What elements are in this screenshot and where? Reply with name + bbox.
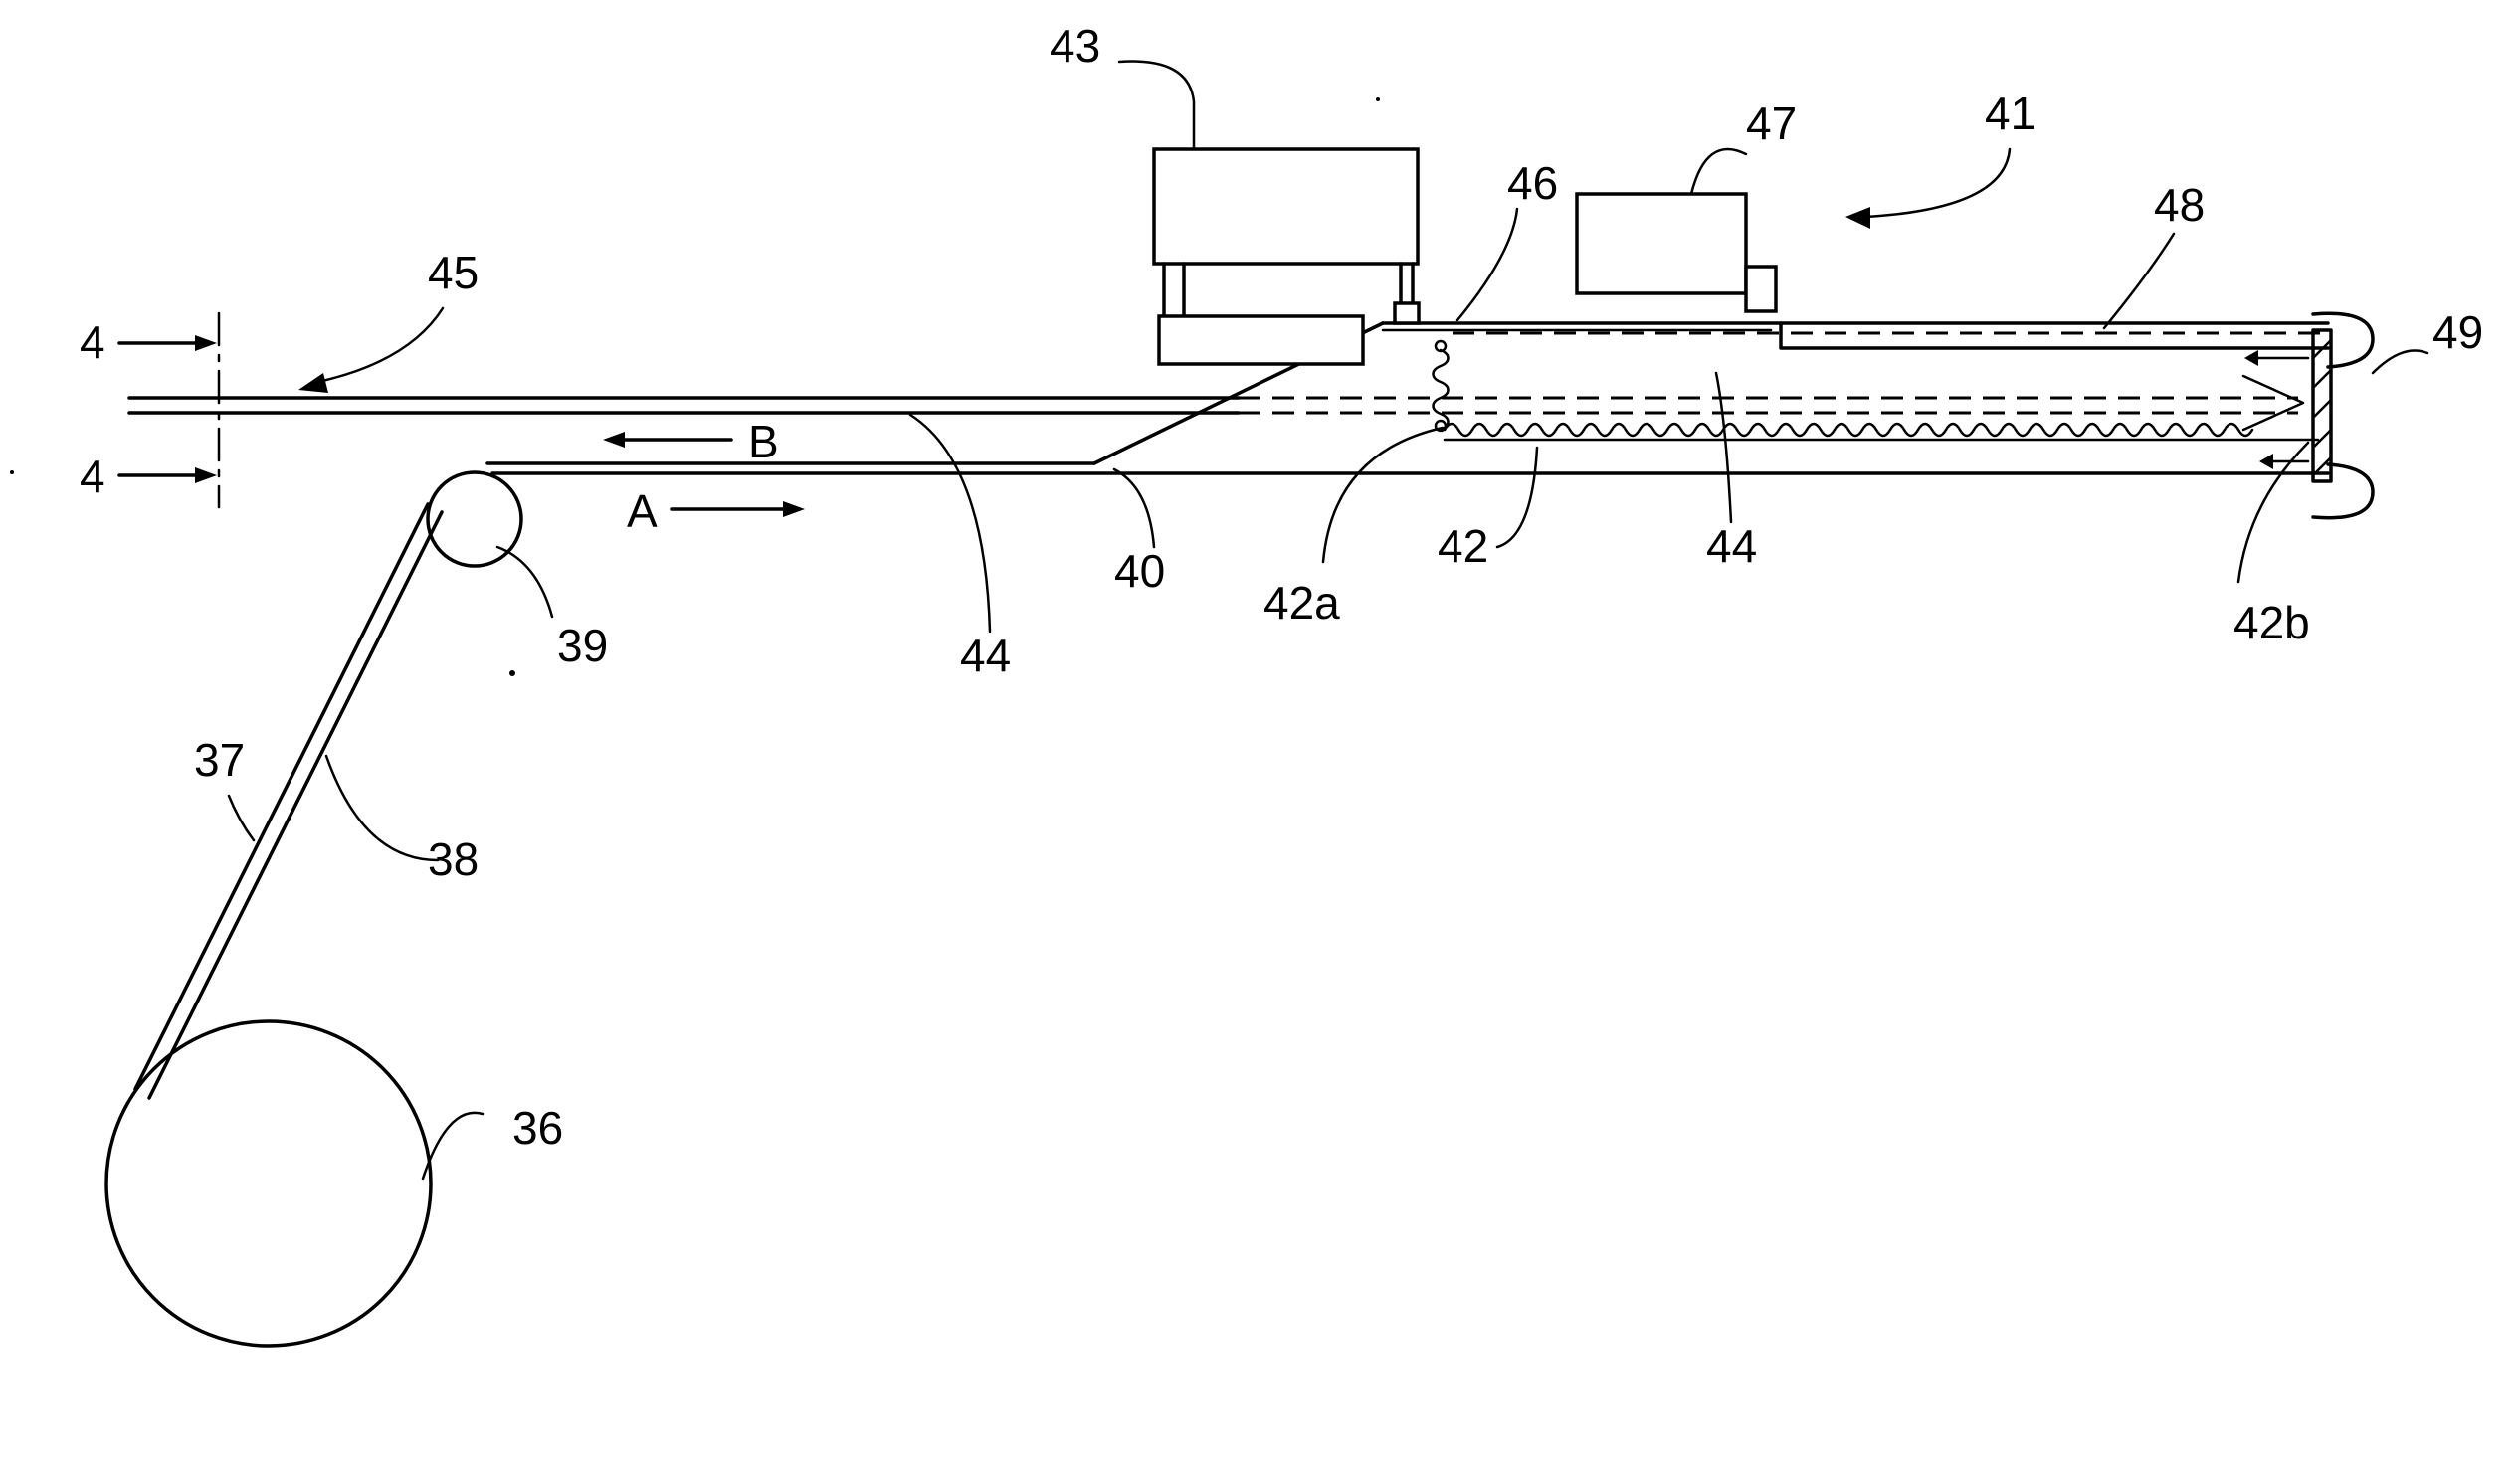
- label-41: 41: [1985, 88, 2035, 139]
- stray-dot-2: [1376, 97, 1380, 101]
- web-strand-38: [149, 512, 442, 1098]
- label-44-left: 44: [960, 630, 1011, 681]
- stray-dot-3: [10, 470, 14, 474]
- label-37: 37: [194, 734, 245, 786]
- label-dir-b: B: [748, 416, 779, 467]
- label-section-bottom: 4: [80, 451, 105, 502]
- label-39: 39: [557, 620, 608, 671]
- leader-46: [1457, 209, 1517, 320]
- label-46: 46: [1507, 157, 1558, 209]
- unit-43-base-plate: [1159, 316, 1363, 364]
- label-45: 45: [428, 247, 479, 298]
- leader-49: [2373, 351, 2427, 374]
- leader-40: [1114, 469, 1154, 547]
- end-cap-hatch-3: [2313, 400, 2331, 418]
- unit-47-side-block: [1746, 267, 1776, 311]
- unit-43-actuator: [1395, 303, 1419, 323]
- dir-b-arrow-head: [603, 432, 625, 448]
- label-section-top: 4: [80, 316, 105, 368]
- leader-39: [497, 547, 552, 617]
- section-arrow-top-head: [195, 335, 217, 351]
- unit-47-box: [1577, 194, 1746, 293]
- end-cap-hatch-2: [2313, 370, 2331, 388]
- label-43: 43: [1050, 20, 1100, 72]
- flow-arrow-top: [2244, 350, 2258, 366]
- heater-coil-42: [1445, 424, 2252, 436]
- leader-45-head: [298, 373, 328, 393]
- leader-41-head: [1845, 207, 1870, 229]
- web-strand-37: [135, 504, 428, 1089]
- leader-48: [2104, 234, 2174, 328]
- leader-38: [326, 756, 438, 860]
- label-47: 47: [1746, 97, 1797, 149]
- leader-37: [229, 796, 254, 840]
- leader-41: [1865, 149, 2010, 217]
- unit-43-top-box: [1154, 149, 1418, 264]
- label-48: 48: [2154, 179, 2205, 231]
- leader-45: [313, 308, 443, 383]
- label-49: 49: [2432, 306, 2483, 358]
- section-arrow-bottom-head: [195, 467, 217, 483]
- leader-43: [1119, 62, 1194, 150]
- stray-dot-1: [509, 670, 515, 676]
- label-42a: 42a: [1263, 577, 1340, 629]
- label-36: 36: [512, 1102, 563, 1154]
- dir-a-arrow-head: [783, 501, 805, 517]
- label-42: 42: [1438, 520, 1488, 572]
- flow-arrow-bottom: [2259, 454, 2273, 469]
- upper-plate-48: [1781, 323, 2328, 348]
- coil-42a: [1434, 350, 1449, 430]
- label-42b: 42b: [2233, 597, 2310, 648]
- leader-44-left: [910, 415, 990, 632]
- label-dir-a: A: [627, 485, 658, 537]
- leader-42a: [1323, 428, 1443, 562]
- leader-47: [1691, 149, 1746, 194]
- label-38: 38: [428, 833, 479, 885]
- flow-chevron-upper: [2243, 376, 2303, 430]
- leader-44-right: [1716, 373, 1731, 522]
- leader-42: [1497, 448, 1537, 547]
- supply-roll: [106, 1021, 431, 1346]
- label-40: 40: [1114, 545, 1165, 597]
- label-44-right: 44: [1706, 520, 1757, 572]
